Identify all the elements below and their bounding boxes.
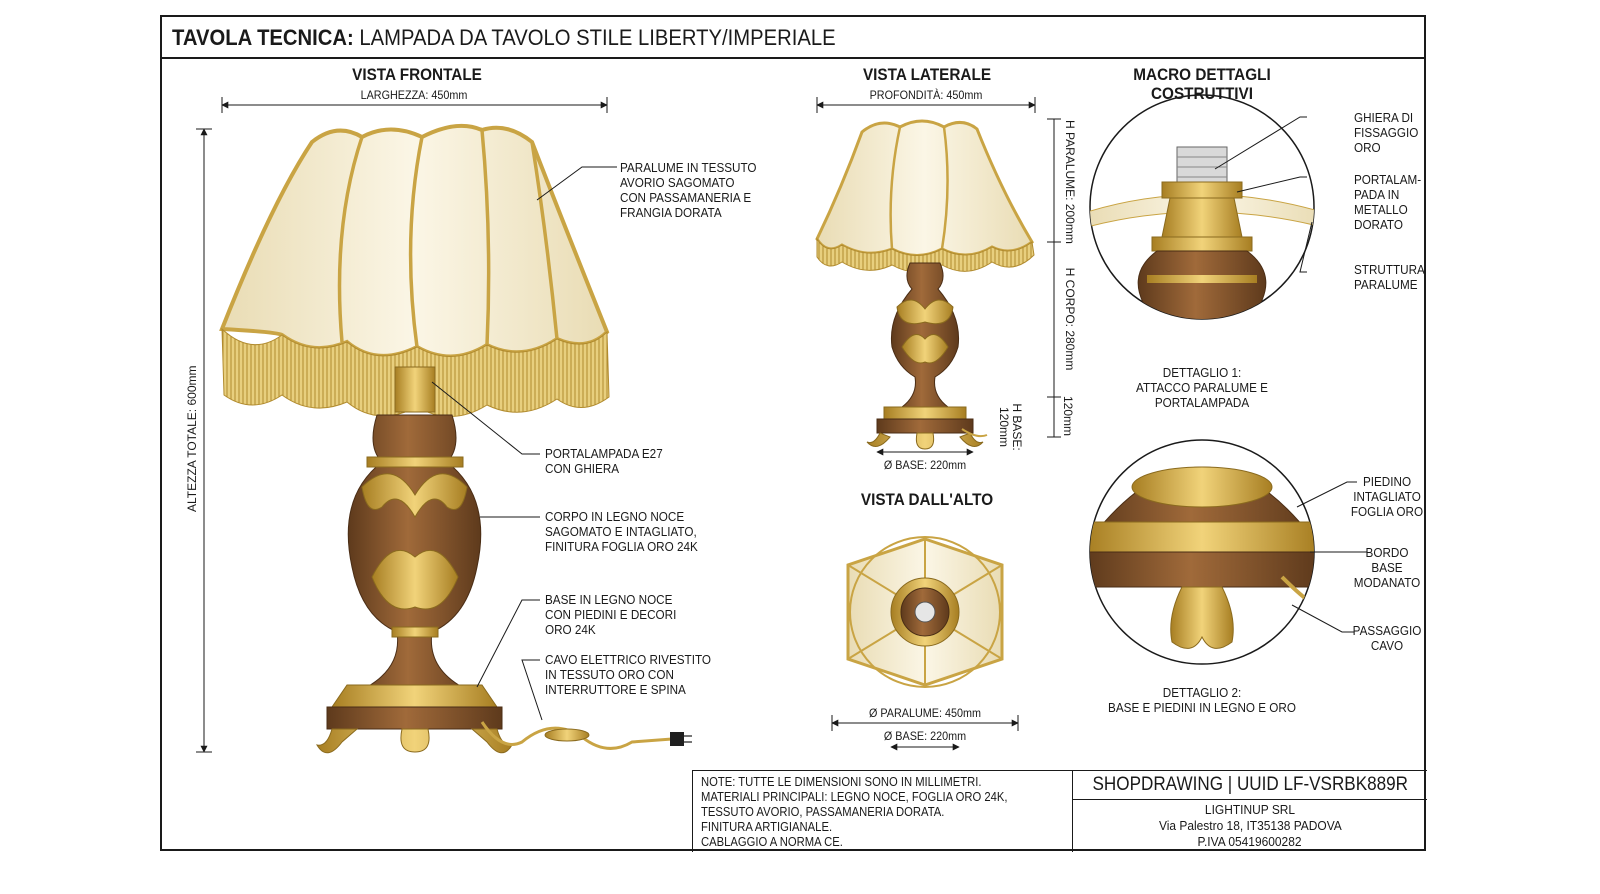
front-view-lamp <box>219 123 692 754</box>
callout-socket: PORTALAMPADA E27 CON GHIERA <box>545 446 663 476</box>
front-view-title: VISTA FRONTALE <box>352 65 482 84</box>
side-shade-fringe <box>816 237 1035 273</box>
top-view-lamp <box>846 536 1004 688</box>
side-body <box>890 262 960 408</box>
title-text: LAMPADA DA TAVOLO STILE LIBERTY/IMPERIAL… <box>359 25 836 50</box>
detail2-cable-label: PASSAGGIO CAVO <box>1352 623 1422 653</box>
front-cable <box>480 721 673 750</box>
title-bar: TAVOLA TECNICA: LAMPADA DA TAVOLO STILE … <box>162 17 1424 59</box>
uid-text: SHOPDRAWING | UUID LF-VSRBK889R <box>1092 774 1408 795</box>
company-name: LIGHTINUP SRL <box>1073 802 1427 817</box>
detail2-edge-label: BORDO BASE MODANATO <box>1353 545 1421 590</box>
front-base <box>331 684 498 708</box>
side-h-body-label: H CORPO: 280mm <box>1063 267 1077 371</box>
side-depth-label: PROFONDITÀ: 450mm <box>869 88 983 102</box>
detail1-ring-label: GHIERA DI FISSAGGIO ORO <box>1354 110 1419 155</box>
side-view-lamp <box>815 119 1035 450</box>
company-address: Via Palestro 18, IT35138 PADOVA <box>1073 818 1427 833</box>
front-base-plinth <box>326 706 503 730</box>
detail1-holder-label: PORTALAM- PADA IN METALLO DORATO <box>1354 172 1422 232</box>
title-block: SHOPDRAWING | UUID LF-VSRBK889R LIGHTINU… <box>1072 770 1427 852</box>
detail-2-circle <box>1089 439 1315 665</box>
side-view-title: VISTA LATERALE <box>862 65 992 84</box>
top-view-title: VISTA DALL'ALTO <box>860 490 994 509</box>
company-vat-text: P.IVA 05419600282 <box>1198 834 1302 849</box>
drawing-sheet: TAVOLA TECNICA: LAMPADA DA TAVOLO STILE … <box>160 15 1427 852</box>
detail2-caption: DETTAGLIO 2: BASE E PIEDINI IN LEGNO E O… <box>1108 685 1296 715</box>
drawing-uid: SHOPDRAWING | UUID LF-VSRBK889R <box>1073 771 1427 800</box>
title-bold: TAVOLA TECNICA: <box>172 25 354 50</box>
top-shade-diam-label: Ø PARALUME: 450mm <box>868 706 982 720</box>
side-h-base-dim: 120mm <box>1061 395 1075 436</box>
front-width-label: LARGHEZZA: 450mm <box>360 88 468 102</box>
front-body <box>347 414 482 688</box>
side-base-diam-label: Ø BASE: 220mm <box>883 458 967 472</box>
detail1-caption: DETTAGLIO 1: ATTACCO PARALUME E PORTALAM… <box>1136 365 1268 410</box>
callout-cable: CAVO ELETTRICO RIVESTITO IN TESSUTO ORO … <box>545 652 711 697</box>
callout-shade: PARALUME IN TESSUTO AVORIO SAGOMATO CON … <box>620 160 757 220</box>
notes-text: NOTE: TUTTE LE DIMENSIONI SONO IN MILLIM… <box>701 775 1008 849</box>
notes-box: NOTE: TUTTE LE DIMENSIONI SONO IN MILLIM… <box>692 770 1073 852</box>
front-height-label: ALTEZZA TOTALE: 600mm <box>185 365 199 513</box>
company-address-text: Via Palestro 18, IT35138 PADOVA <box>1158 818 1342 833</box>
detail-1-circle <box>1089 94 1315 320</box>
callout-body: CORPO IN LEGNO NOCE SAGOMATO E INTAGLIAT… <box>545 509 698 554</box>
company-vat: P.IVA 05419600282 <box>1073 834 1427 849</box>
detail1-frame-label: STRUTTURA PARALUME <box>1354 262 1425 292</box>
side-h-shade-label: H PARALUME: 200mm <box>1063 120 1077 244</box>
top-base-diam-label: Ø BASE: 220mm <box>883 729 967 743</box>
callout-base: BASE IN LEGNO NOCE CON PIEDINI E DECORI … <box>545 592 677 637</box>
macro-view-title: MACRO DETTAGLI COSTRUTTIVI <box>1133 65 1271 103</box>
side-base <box>883 406 967 420</box>
company-name-text: LIGHTINUP SRL <box>1204 802 1296 817</box>
technical-drawing <box>196 94 1367 754</box>
detail2-foot-label: PIEDINO INTAGLIATO FOGLIA ORO <box>1350 474 1424 519</box>
page-title: TAVOLA TECNICA: LAMPADA DA TAVOLO STILE … <box>172 25 836 51</box>
side-shade <box>815 119 1034 257</box>
side-h-base-label: H BASE: 120mm <box>997 403 1024 451</box>
